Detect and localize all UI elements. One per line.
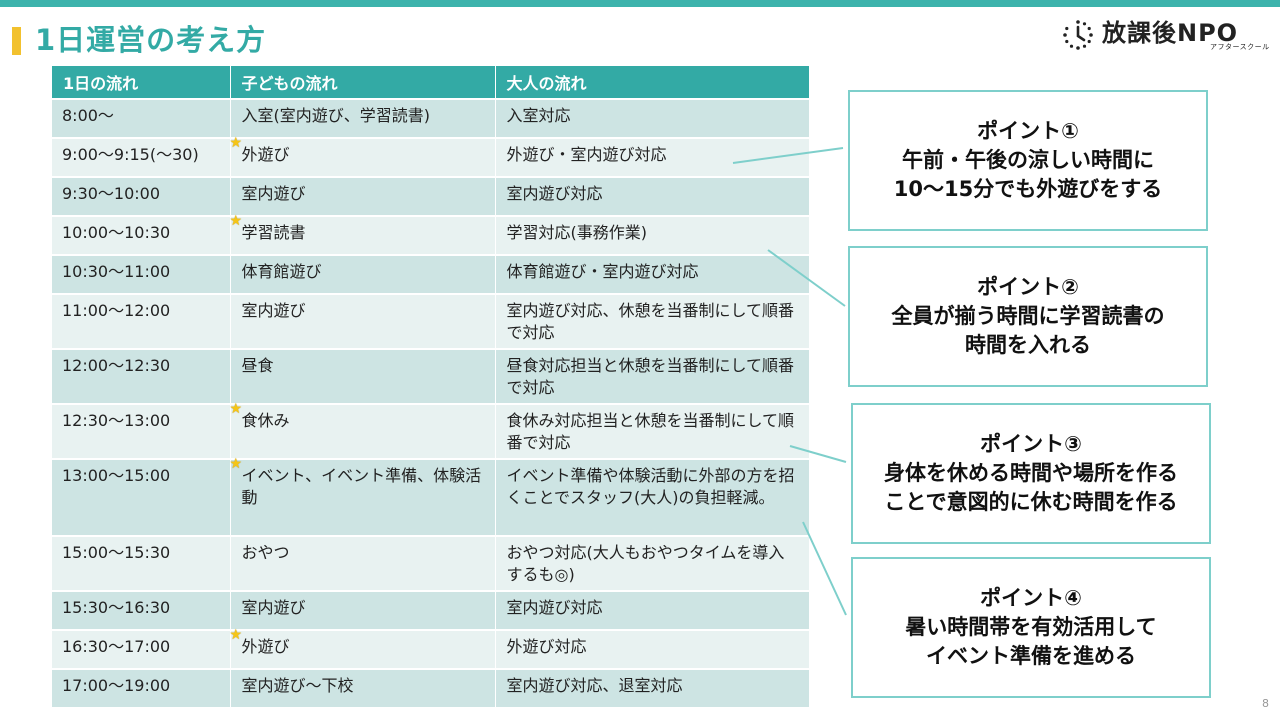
cell-child: 室内遊び <box>230 591 496 631</box>
cell-child: 室内遊び <box>230 294 496 350</box>
cell-child: ★食休み <box>229 401 496 460</box>
star-icon: ★ <box>229 456 243 472</box>
table-row: 12:30〜13:00★食休み食休み対応担当と休憩を当番制にして順番で対応 <box>52 401 810 460</box>
point-text: 午前・午後の涼しい時間に <box>902 148 1154 172</box>
cell-adult: 室内遊び対応 <box>495 591 810 631</box>
cell-time: 15:00〜15:30 <box>52 536 231 592</box>
cell-adult: 学習対応(事務作業) <box>495 216 810 256</box>
title-accent-bar <box>12 27 21 55</box>
table-row: 13:00〜15:00★イベント、イベント準備、体験活動イベント準備や体験活動に… <box>52 456 810 537</box>
cell-child-text: おやつ <box>241 543 290 562</box>
logo-subtext: アフタースクール <box>1210 43 1270 51</box>
cell-adult: 昼食対応担当と休憩を当番制にして順番で対応 <box>495 349 810 405</box>
cell-time: 15:30〜16:30 <box>52 591 231 631</box>
cell-child: 入室(室内遊び、学習読書) <box>230 99 496 139</box>
table-row: 9:00〜9:15(〜30)★外遊び外遊び・室内遊び対応 <box>52 135 810 178</box>
point-box-4: ポイント④ 暑い時間帯を有効活用して イベント準備を進める <box>851 557 1211 698</box>
cell-child-text: 室内遊び <box>241 184 306 203</box>
point-box-3: ポイント③ 身体を休める時間や場所を作る ことで意図的に休む時間を作る <box>851 403 1211 544</box>
cell-adult: 室内遊び対応、休憩を当番制にして順番で対応 <box>495 294 810 350</box>
star-icon: ★ <box>229 213 243 229</box>
cell-child: ★イベント、イベント準備、体験活動 <box>229 456 496 537</box>
table-row: 17:00〜19:00 室内遊び〜下校 室内遊び対応、退室対応 <box>52 669 810 709</box>
cell-time: 12:00〜12:30 <box>52 349 231 405</box>
point-text: 全員が揃う時間に学習読書の <box>891 304 1165 328</box>
star-icon: ★ <box>229 135 243 151</box>
logo: 放課後NPO アフタースクール <box>1062 18 1272 54</box>
point-text: 時間を入れる <box>965 333 1091 357</box>
page-title: 1日運営の考え方 <box>35 23 267 57</box>
point-text: 暑い時間帯を有効活用して <box>905 615 1157 639</box>
cell-time: 8:00〜 <box>52 99 231 139</box>
point-box-1: ポイント① 午前・午後の涼しい時間に 10〜15分でも外遊びをする <box>848 90 1208 231</box>
table-row: 9:30〜10:00 室内遊び 室内遊び対応 <box>52 177 810 217</box>
cell-adult: 食休み対応担当と休憩を当番制にして順番で対応 <box>495 404 810 460</box>
cell-adult: イベント準備や体験活動に外部の方を招くことでスタッフ(大人)の負担軽減。 <box>495 459 810 537</box>
cell-time: 12:30〜13:00 <box>52 404 231 460</box>
table-row: 12:00〜12:30 昼食 昼食対応担当と休憩を当番制にして順番で対応 <box>52 349 810 405</box>
table-row: 10:30〜11:00 体育館遊び 体育館遊び・室内遊び対応 <box>52 255 810 295</box>
cell-child-text: 入室(室内遊び、学習読書) <box>241 106 431 125</box>
cell-time: 10:00〜10:30 <box>52 216 231 256</box>
point-title: ポイント① <box>977 119 1079 143</box>
point-text: 身体を休める時間や場所を作る <box>884 461 1178 485</box>
point-text: 10〜15分でも外遊びをする <box>893 177 1163 201</box>
cell-child-text: 外遊び <box>241 145 290 164</box>
cell-child-text: 学習読書 <box>241 223 306 242</box>
cell-child-text: 食休み <box>241 411 290 430</box>
star-icon: ★ <box>229 401 243 417</box>
point-box-2: ポイント② 全員が揃う時間に学習読書の 時間を入れる <box>848 246 1208 387</box>
page-number: 8 <box>1262 697 1269 710</box>
cell-adult: 外遊び対応 <box>495 630 810 670</box>
cell-child: ★外遊び <box>229 627 496 670</box>
table-row: 15:00〜15:30 おやつ おやつ対応(大人もおやつタイムを導入するも◎) <box>52 536 810 592</box>
table-row: 11:00〜12:00 室内遊び 室内遊び対応、休憩を当番制にして順番で対応 <box>52 294 810 350</box>
cell-child-text: 外遊び <box>241 637 290 656</box>
cell-child-text: イベント、イベント準備、体験活動 <box>241 466 482 507</box>
cell-adult: 室内遊び対応、退室対応 <box>495 669 810 709</box>
point-title: ポイント② <box>977 275 1079 299</box>
point-title: ポイント③ <box>980 432 1082 456</box>
point-title: ポイント④ <box>980 586 1082 610</box>
cell-adult: 室内遊び対応 <box>495 177 810 217</box>
cell-child-text: 体育館遊び <box>241 262 322 281</box>
logo-text: 放課後NPO <box>1102 19 1239 47</box>
cell-adult: 外遊び・室内遊び対応 <box>495 138 810 178</box>
table-row: 8:00〜入室(室内遊び、学習読書) 入室対応 <box>52 99 810 139</box>
point-text: イベント準備を進める <box>926 644 1136 668</box>
header-time: 1日の流れ <box>52 66 231 100</box>
cell-time: 13:00〜15:00 <box>52 459 231 537</box>
cell-time: 9:30〜10:00 <box>52 177 231 217</box>
cell-child: 昼食 <box>230 349 496 405</box>
cell-time: 10:30〜11:00 <box>52 255 231 295</box>
cell-adult: 入室対応 <box>495 99 810 139</box>
cell-child: ★外遊び <box>229 135 496 178</box>
table-row: 16:30〜17:00★外遊び外遊び対応 <box>52 627 810 670</box>
cell-child: ★学習読書 <box>229 213 496 256</box>
cell-child: 体育館遊び <box>230 255 496 295</box>
cell-child-text: 昼食 <box>241 356 274 375</box>
cell-time: 11:00〜12:00 <box>52 294 231 350</box>
schedule-table: 1日の流れ 子どもの流れ 大人の流れ 8:00〜入室(室内遊び、学習読書) 入室対… <box>52 66 810 709</box>
cell-child-text: 室内遊び〜下校 <box>241 676 354 695</box>
table-header-row: 1日の流れ 子どもの流れ 大人の流れ <box>52 66 810 100</box>
cell-child-text: 室内遊び <box>241 301 306 320</box>
cell-child: 室内遊び <box>230 177 496 217</box>
star-icon: ★ <box>229 627 243 643</box>
cell-child-text: 室内遊び <box>241 598 306 617</box>
cell-time: 9:00〜9:15(〜30) <box>52 138 231 178</box>
cell-time: 16:30〜17:00 <box>52 630 231 670</box>
cell-child: 室内遊び〜下校 <box>230 669 496 709</box>
cell-adult: おやつ対応(大人もおやつタイムを導入するも◎) <box>495 536 810 592</box>
header-adult: 大人の流れ <box>495 66 810 100</box>
cell-adult: 体育館遊び・室内遊び対応 <box>495 255 810 295</box>
clock-logo-icon <box>1063 20 1093 50</box>
table-row: 15:30〜16:30 室内遊び 室内遊び対応 <box>52 591 810 631</box>
top-accent-stripe <box>0 0 1280 7</box>
table-row: 10:00〜10:30★学習読書学習対応(事務作業) <box>52 213 810 256</box>
point-text: ことで意図的に休む時間を作る <box>884 490 1178 514</box>
cell-time: 17:00〜19:00 <box>52 669 231 709</box>
header-child: 子どもの流れ <box>230 66 496 100</box>
cell-child: おやつ <box>230 536 496 592</box>
